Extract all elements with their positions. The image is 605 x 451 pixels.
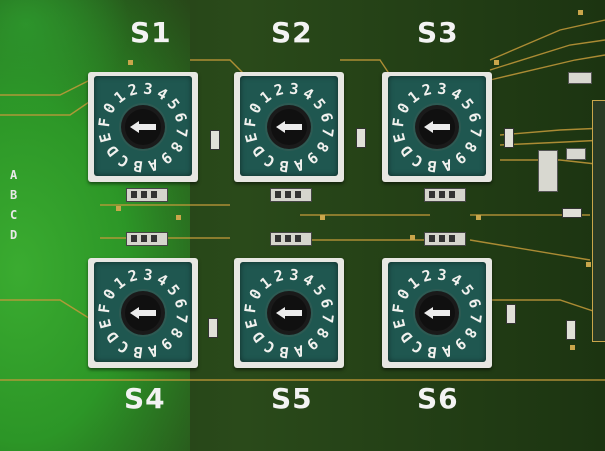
- smd-resistor: [562, 208, 582, 218]
- dial-digit: 6: [316, 110, 337, 125]
- smd-resistor: [208, 318, 218, 338]
- dial-digit: F: [389, 116, 409, 129]
- dial-knob[interactable]: [125, 109, 161, 145]
- dial-digit: 2: [420, 266, 434, 287]
- arrow-pointer-icon: [424, 307, 450, 319]
- via-pad: [116, 206, 121, 211]
- via-pad: [494, 60, 499, 65]
- switch-label-s2: S2: [271, 16, 313, 49]
- dial-digit: 6: [464, 110, 485, 125]
- switch-label-s3: S3: [417, 16, 459, 49]
- dial-knob[interactable]: [271, 295, 307, 331]
- dial-knob[interactable]: [271, 109, 307, 145]
- switch-label-s4: S4: [124, 382, 166, 415]
- resistor-array: [126, 188, 168, 202]
- smd-resistor: [504, 128, 514, 148]
- smd-resistor: [506, 304, 516, 324]
- dial-knob[interactable]: [125, 295, 161, 331]
- row-letter-a: A: [10, 168, 18, 182]
- via-pad: [578, 10, 583, 15]
- dial-digit: 2: [420, 80, 434, 101]
- dial-knob[interactable]: [419, 295, 455, 331]
- arrow-pointer-icon: [130, 121, 156, 133]
- via-pad: [176, 215, 181, 220]
- via-pad: [586, 262, 591, 267]
- dial-digit: 2: [272, 266, 286, 287]
- via-pad: [410, 235, 415, 240]
- row-letter-c: C: [10, 208, 18, 222]
- row-letter-d: D: [10, 228, 18, 242]
- dial-digit: 6: [316, 296, 337, 311]
- resistor-array: [270, 232, 312, 246]
- dial-digit: 6: [170, 296, 191, 311]
- dial-knob[interactable]: [419, 109, 455, 145]
- via-pad: [320, 215, 325, 220]
- switch-label-s6: S6: [417, 382, 459, 415]
- dial-digit: 2: [126, 80, 140, 101]
- dial-digit: F: [95, 116, 115, 129]
- resistor-array: [126, 232, 168, 246]
- switch-label-s1: S1: [130, 16, 172, 49]
- dial-digit: 2: [126, 266, 140, 287]
- arrow-pointer-icon: [276, 121, 302, 133]
- switch-label-s5: S5: [271, 382, 313, 415]
- dial-digit: 6: [170, 110, 191, 125]
- arrow-pointer-icon: [130, 307, 156, 319]
- dial-digit: F: [241, 116, 261, 129]
- smd-chip: [538, 150, 558, 192]
- smd-chip: [566, 148, 586, 160]
- arrow-pointer-icon: [424, 121, 450, 133]
- smd-chip: [568, 72, 592, 84]
- row-letter-b: B: [10, 188, 18, 202]
- smd-resistor: [356, 128, 366, 148]
- dial-digit: F: [389, 302, 409, 315]
- resistor-array: [270, 188, 312, 202]
- smd-resistor: [210, 130, 220, 150]
- dial-digit: 6: [464, 296, 485, 311]
- dial-digit: 2: [272, 80, 286, 101]
- dial-digit: F: [241, 302, 261, 315]
- resistor-array: [424, 188, 466, 202]
- via-pad: [128, 60, 133, 65]
- edge-connector: [592, 100, 605, 342]
- resistor-array: [424, 232, 466, 246]
- dial-digit: F: [95, 302, 115, 315]
- arrow-pointer-icon: [276, 307, 302, 319]
- via-pad: [476, 215, 481, 220]
- via-pad: [570, 345, 575, 350]
- smd-resistor: [566, 320, 576, 340]
